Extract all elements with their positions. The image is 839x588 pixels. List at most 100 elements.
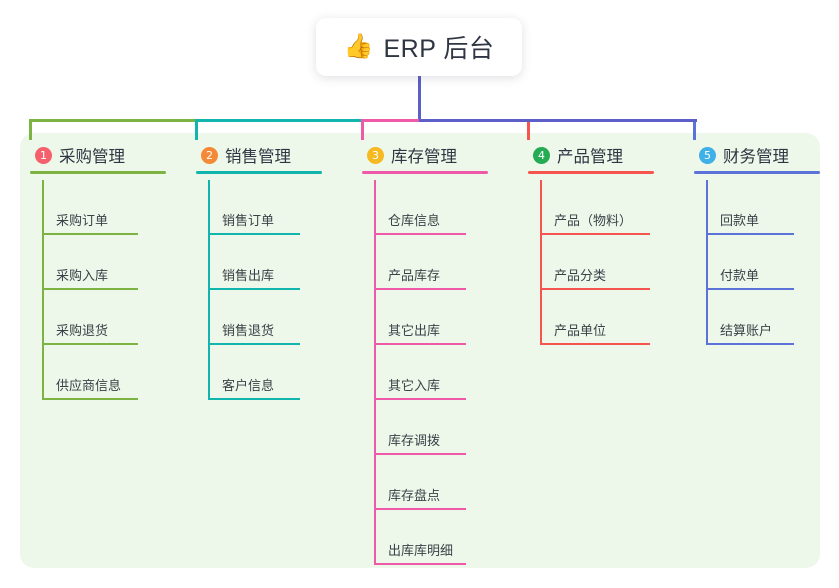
leaf-node[interactable]: 销售出库 <box>186 235 300 290</box>
leaf-underline <box>208 343 300 345</box>
leaf-label: 供应商信息 <box>56 378 122 393</box>
branch-title: 财务管理 <box>723 148 789 166</box>
leaf-node[interactable]: 结算账户 <box>684 290 794 345</box>
leaf-underline <box>42 288 138 290</box>
branch-header-4[interactable]: 4 产品管理 <box>518 140 654 174</box>
leaf-underline <box>374 453 466 455</box>
branch-spine <box>208 180 210 400</box>
leaf-label: 产品（物料） <box>554 213 633 228</box>
leaf-node[interactable]: 采购订单 <box>20 180 138 235</box>
branch-drop-1 <box>28 119 32 140</box>
branch-spine <box>374 180 376 565</box>
branch-header-5[interactable]: 5 财务管理 <box>684 140 820 174</box>
leaf-underline <box>540 343 650 345</box>
branch-spine <box>42 180 44 400</box>
root-node[interactable]: 👍 ERP 后台 <box>316 18 522 76</box>
leaf-underline <box>42 233 138 235</box>
leaf-node[interactable]: 回款单 <box>684 180 794 235</box>
branch-index-badge: 3 <box>367 146 384 164</box>
leaf-node[interactable]: 产品库存 <box>352 235 466 290</box>
leaf-label: 产品库存 <box>388 268 441 283</box>
leaf-underline <box>540 233 650 235</box>
branch-index-badge: 4 <box>533 146 550 164</box>
leaf-underline <box>706 288 794 290</box>
branch-drop-3 <box>360 119 364 140</box>
branch-underline <box>528 171 654 174</box>
branch-spine <box>706 180 708 345</box>
leaf-underline <box>374 398 466 400</box>
leaf-node[interactable]: 其它入库 <box>352 345 466 400</box>
branch-children: 回款单付款单结算账户 <box>684 180 794 345</box>
branch-underline <box>196 171 322 174</box>
leaf-node[interactable]: 销售退货 <box>186 290 300 345</box>
leaf-underline <box>706 343 794 345</box>
leaf-underline <box>374 563 466 565</box>
branch-underline <box>694 171 820 174</box>
bus-segment-right <box>419 119 697 122</box>
leaf-node[interactable]: 客户信息 <box>186 345 300 400</box>
branch-children: 采购订单采购入库采购退货供应商信息 <box>20 180 138 400</box>
leaf-label: 销售退货 <box>222 323 275 338</box>
branch-drop-2 <box>194 119 198 140</box>
leaf-node[interactable]: 产品（物料） <box>518 180 650 235</box>
branch-index-badge: 1 <box>35 146 52 164</box>
branch-underline <box>30 171 166 174</box>
leaf-node[interactable]: 库存盘点 <box>352 455 466 510</box>
leaf-label: 结算账户 <box>720 323 773 338</box>
branches-panel <box>20 133 820 568</box>
leaf-node[interactable]: 采购退货 <box>20 290 138 345</box>
branch-drop-4 <box>526 119 530 140</box>
leaf-underline <box>42 398 138 400</box>
leaf-label: 其它出库 <box>388 323 441 338</box>
leaf-underline <box>374 343 466 345</box>
leaf-label: 其它入库 <box>388 378 441 393</box>
leaf-label: 付款单 <box>720 268 760 283</box>
leaf-label: 客户信息 <box>222 378 275 393</box>
leaf-label: 采购订单 <box>56 213 109 228</box>
leaf-node[interactable]: 付款单 <box>684 235 794 290</box>
leaf-node[interactable]: 产品单位 <box>518 290 650 345</box>
leaf-label: 销售出库 <box>222 268 275 283</box>
branch-header-1[interactable]: 1 采购管理 <box>20 140 166 174</box>
leaf-node[interactable]: 产品分类 <box>518 235 650 290</box>
branch-drop-5 <box>692 119 696 140</box>
branch-title: 采购管理 <box>59 148 125 166</box>
branch-column-3: 3 库存管理仓库信息产品库存其它出库其它入库库存调拨库存盘点出库库明细 <box>352 140 488 565</box>
branch-title: 销售管理 <box>225 148 291 166</box>
leaf-node[interactable]: 出库库明细 <box>352 510 466 565</box>
leaf-node[interactable]: 供应商信息 <box>20 345 138 400</box>
leaf-underline <box>208 398 300 400</box>
bus-segment-2 <box>196 119 365 122</box>
branch-index-badge: 5 <box>699 146 716 164</box>
branch-children: 产品（物料） 产品分类产品单位 <box>518 180 650 345</box>
branch-column-4: 4 产品管理产品（物料） 产品分类产品单位 <box>518 140 654 345</box>
leaf-underline <box>208 288 300 290</box>
leaf-label: 回款单 <box>720 213 760 228</box>
leaf-node[interactable]: 库存调拨 <box>352 400 466 455</box>
root-title: ERP 后台 <box>383 35 495 63</box>
leaf-node[interactable]: 其它出库 <box>352 290 466 345</box>
leaf-underline <box>374 508 466 510</box>
branch-underline <box>362 171 488 174</box>
branch-children: 销售订单销售出库销售退货客户信息 <box>186 180 300 400</box>
leaf-label: 出库库明细 <box>388 543 454 558</box>
branch-spine <box>540 180 542 345</box>
bus-segment-1 <box>30 119 199 122</box>
leaf-underline <box>208 233 300 235</box>
branch-title: 库存管理 <box>391 148 457 166</box>
leaf-label: 库存调拨 <box>388 433 441 448</box>
leaf-node[interactable]: 仓库信息 <box>352 180 466 235</box>
branch-header-3[interactable]: 3 库存管理 <box>352 140 488 174</box>
leaf-underline <box>706 233 794 235</box>
leaf-node[interactable]: 采购入库 <box>20 235 138 290</box>
branch-index-badge: 2 <box>201 146 218 164</box>
leaf-label: 销售订单 <box>222 213 275 228</box>
leaf-label: 采购退货 <box>56 323 109 338</box>
leaf-node[interactable]: 销售订单 <box>186 180 300 235</box>
branch-header-2[interactable]: 2 销售管理 <box>186 140 322 174</box>
thumbs-up-icon: 👍 <box>343 33 374 60</box>
branch-title: 产品管理 <box>557 148 623 166</box>
leaf-underline <box>374 288 466 290</box>
branch-column-5: 5 财务管理回款单付款单结算账户 <box>684 140 820 345</box>
